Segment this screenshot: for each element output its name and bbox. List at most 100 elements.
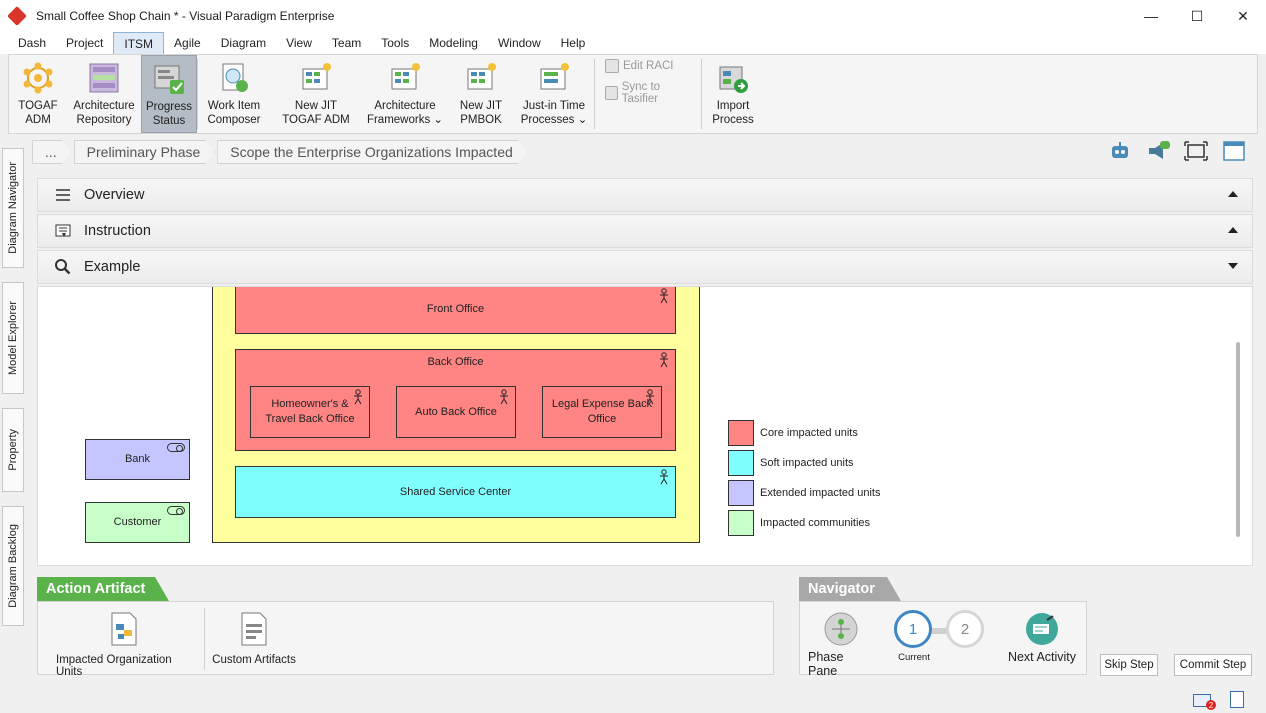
menu-tab-team[interactable]: Team: [331, 36, 362, 50]
menu-tab-project[interactable]: Project: [66, 36, 104, 50]
property-label: Property: [7, 429, 19, 471]
menu-tab-itsm[interactable]: ITSM: [113, 32, 165, 54]
breadcrumb-more[interactable]: ...: [32, 140, 72, 164]
import-process-button[interactable]: Import Process: [702, 55, 764, 133]
togaf-wheel-icon: [23, 62, 53, 94]
menu-bar: Dash Project ITSM Agile Diagram View Tea…: [0, 32, 1266, 54]
mail-badge: 2: [1206, 700, 1216, 710]
legend-swatch-extended: [728, 480, 754, 506]
diagram-backlog-label: Diagram Backlog: [7, 524, 19, 608]
legend-label-extended: Extended impacted units: [760, 487, 881, 499]
progress-status-label-1: Progress: [145, 101, 193, 113]
new-jit-pmbok-label-1: New JIT: [459, 100, 503, 112]
back-office-label: Back Office: [427, 356, 484, 368]
breadcrumb: ... Preliminary Phase Scope the Enterpri…: [32, 140, 530, 164]
front-office-unit[interactable]: Front Office: [235, 287, 676, 334]
legend-item-core: Core impacted units: [728, 420, 880, 446]
instruction-title: Instruction: [84, 223, 151, 239]
impacted-org-units-artifact[interactable]: Impacted Organization Units: [56, 612, 192, 678]
edit-note-icon[interactable]: [1230, 691, 1244, 708]
homeowners-travel-back-office[interactable]: Homeowner's & Travel Back Office: [250, 386, 370, 438]
legend-swatch-soft: [728, 450, 754, 476]
next-activity-label: Next Activity: [1007, 650, 1077, 664]
action-artifact-panel: Impacted Organization Units Custom Artif…: [37, 601, 774, 678]
diagram-toolbar: [1108, 140, 1246, 162]
tab-diagram-backlog[interactable]: Diagram Backlog: [2, 506, 24, 626]
menu-tab-view[interactable]: View: [286, 36, 312, 50]
phase-pane-icon: [824, 612, 858, 646]
menu-tab-tools[interactable]: Tools: [381, 36, 410, 50]
legal-label: Legal Expense Back Office: [551, 398, 653, 425]
arch-repo-label-1: Architecture: [73, 100, 135, 112]
architecture-frameworks-button[interactable]: Architecture Frameworks ⌄: [362, 55, 448, 133]
custom-artifacts-artifact[interactable]: Custom Artifacts: [208, 612, 300, 666]
tab-diagram-navigator[interactable]: Diagram Navigator: [2, 148, 24, 268]
menu-tab-window[interactable]: Window: [497, 36, 541, 50]
shared-service-center[interactable]: Shared Service Center: [235, 466, 676, 518]
notification-icon[interactable]: [1146, 140, 1170, 162]
legend-label-core: Core impacted units: [760, 427, 858, 439]
instruction-book-icon: [55, 224, 71, 237]
legend-swatch-core: [728, 420, 754, 446]
menu-tab-diagram[interactable]: Diagram: [220, 36, 267, 50]
breadcrumb-scope-orgs[interactable]: Scope the Enterprise Organizations Impac…: [217, 140, 528, 164]
togaf-adm-button[interactable]: TOGAF ADM: [9, 55, 67, 133]
instruction-panel-header[interactable]: Instruction: [37, 214, 1253, 248]
menu-tab-agile[interactable]: Agile: [174, 36, 201, 50]
collapse-arrow-icon[interactable]: [1228, 191, 1238, 197]
legend-item-extended: Extended impacted units: [728, 480, 880, 506]
close-button[interactable]: ✕: [1237, 7, 1249, 24]
progress-status-label-2: Status: [152, 115, 186, 127]
architecture-repository-button[interactable]: Architecture Repository: [67, 55, 141, 133]
new-jit-togaf-label-2: TOGAF ADM: [282, 114, 350, 126]
expand-arrow-icon[interactable]: [1228, 263, 1238, 269]
menu-tab-help[interactable]: Help: [560, 36, 586, 50]
work-item-composer-button[interactable]: Work Item Composer: [198, 55, 270, 133]
legend-item-communities: Impacted communities: [728, 510, 880, 536]
fit-screen-icon[interactable]: [1184, 140, 1208, 162]
overview-panel-header[interactable]: Overview: [37, 178, 1253, 212]
phase-pane-button[interactable]: Phase Pane: [808, 612, 874, 678]
new-jit-togaf-label-1: New JIT: [294, 100, 338, 112]
collapse-arrow-icon[interactable]: [1228, 227, 1238, 233]
diagram-canvas[interactable]: Front Office Back Office Homeowner's & T…: [37, 286, 1253, 566]
edit-raci-button[interactable]: Edit RACI: [605, 59, 691, 73]
diagram-legend: Core impacted units Soft impacted units …: [728, 420, 880, 540]
sync-tasifier-icon: [605, 86, 618, 100]
import-process-icon: [719, 66, 748, 93]
diagram-scrollbar[interactable]: [1236, 342, 1240, 537]
magnifier-icon: [55, 259, 71, 275]
customer-entity[interactable]: Customer: [85, 502, 190, 543]
menu-tab-modeling[interactable]: Modeling: [429, 36, 478, 50]
just-in-time-processes-button[interactable]: Just-in Time Processes ⌄: [514, 55, 594, 133]
progress-status-button[interactable]: Progress Status: [141, 55, 197, 133]
robot-icon[interactable]: [1108, 140, 1132, 162]
actor-icon: [660, 352, 668, 368]
new-jit-togaf-button[interactable]: New JIT TOGAF ADM: [270, 55, 362, 133]
minimize-button[interactable]: —: [1144, 8, 1158, 24]
maximize-button[interactable]: ☐: [1190, 7, 1204, 24]
layout-icon[interactable]: [1222, 140, 1246, 162]
menu-tab-dash[interactable]: Dash: [18, 36, 47, 50]
bank-entity[interactable]: Bank: [85, 439, 190, 480]
auto-back-office[interactable]: Auto Back Office: [396, 386, 516, 438]
legal-expense-back-office[interactable]: Legal Expense Back Office: [542, 386, 662, 438]
step-2[interactable]: 2: [946, 610, 984, 648]
tab-property[interactable]: Property: [2, 408, 24, 492]
step-1[interactable]: 1: [894, 610, 932, 648]
new-jit-pmbok-button[interactable]: New JIT PMBOK: [448, 55, 514, 133]
legend-item-soft: Soft impacted units: [728, 450, 880, 476]
jit-processes-icon: [540, 63, 569, 90]
action-artifact-header: Action Artifact: [37, 577, 169, 601]
artifact-separator: [204, 608, 205, 670]
skip-step-button[interactable]: Skip Step: [1100, 654, 1158, 676]
example-panel-header[interactable]: Example: [37, 250, 1253, 284]
tab-model-explorer[interactable]: Model Explorer: [2, 282, 24, 394]
jit-processes-label-1: Just-in Time: [523, 100, 585, 112]
sync-tasifier-button[interactable]: Sync to Tasifier: [605, 81, 691, 105]
commit-step-button[interactable]: Commit Step: [1174, 654, 1252, 676]
next-activity-button[interactable]: Next Activity: [1000, 612, 1084, 664]
custom-artifacts-label: Custom Artifacts: [212, 654, 296, 666]
breadcrumb-preliminary-phase[interactable]: Preliminary Phase: [74, 140, 216, 164]
auto-label: Auto Back Office: [415, 405, 497, 418]
